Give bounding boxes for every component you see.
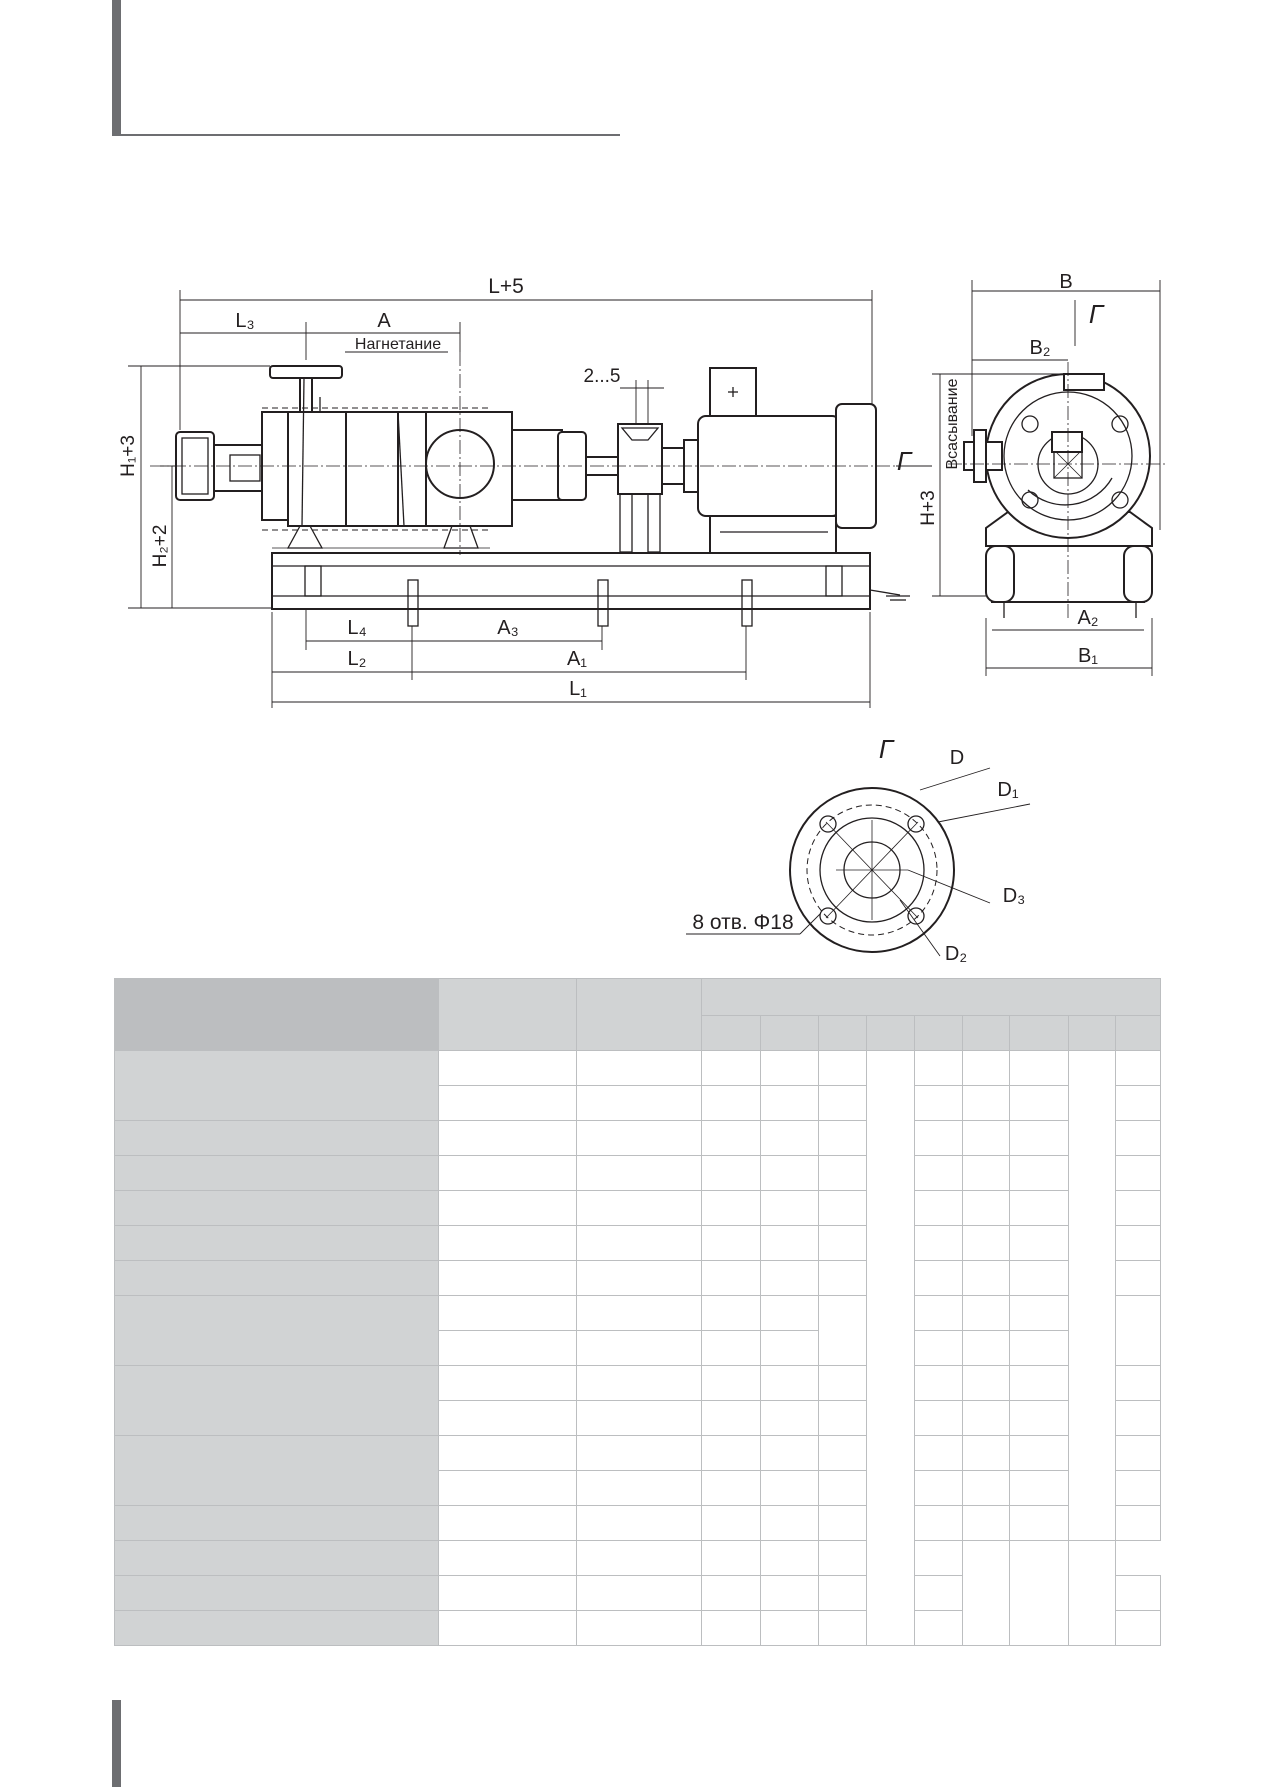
- dim-l2: L₂: [348, 648, 367, 670]
- dim-b: B: [1059, 271, 1072, 293]
- dim-a2: A₂: [1077, 607, 1098, 629]
- dim-d2: D₂: [945, 943, 967, 965]
- table-row: [114, 1505, 1162, 1541]
- table-row: [114, 1295, 1162, 1366]
- table-row: [114, 1365, 1162, 1436]
- flange-view: D D₁ D₃ D₂ 8 отв. Φ18 Г: [686, 734, 1031, 965]
- dim-a: A: [377, 310, 391, 332]
- dim-h: H+3: [918, 490, 939, 525]
- header-model: [114, 978, 439, 1051]
- dim-b1: B₁: [1078, 645, 1098, 667]
- dim-h2: H₂+2: [150, 525, 171, 568]
- side-view: L+5 L₃ A Нагнетание 2...5 H₁+3 H₂+2 L₄ A…: [118, 275, 932, 708]
- table-subheader-row: [115, 1015, 1162, 1051]
- header-dimensions: [700, 978, 1162, 1016]
- page-accent-bar-top: [112, 0, 121, 136]
- header-col-3: [576, 978, 702, 1051]
- dim-l1: L₁: [569, 678, 587, 700]
- base-frame: [271, 552, 871, 610]
- table-row: [114, 1575, 1162, 1611]
- dim-h1: H₁+3: [118, 435, 139, 477]
- table-row: [115, 1085, 1162, 1121]
- table-row: [114, 1610, 1162, 1646]
- table-row: [114, 1225, 1162, 1261]
- header-rule: [112, 134, 620, 136]
- flange-view-title: Г: [879, 734, 895, 764]
- view-arrow-label: Г: [897, 446, 913, 476]
- table-row: [114, 1190, 1162, 1226]
- table-row: [114, 1435, 1162, 1506]
- dim-b2: B₂: [1029, 337, 1050, 359]
- end-view-arrow-label: Г: [1089, 299, 1105, 329]
- dim-d: D: [950, 747, 964, 769]
- table-row: [115, 1330, 1161, 1366]
- dim-d3: D₃: [1003, 885, 1026, 907]
- dim-d1: D₁: [997, 779, 1018, 801]
- header-col-2: [438, 978, 577, 1051]
- dim-a1: A₁: [567, 648, 587, 670]
- dim-overall-length: L+5: [488, 275, 524, 298]
- dim-l3: L₃: [235, 310, 254, 332]
- dim-l4: L₄: [347, 617, 366, 639]
- table-row: [114, 1155, 1162, 1191]
- technical-drawing: L+5 L₃ A Нагнетание 2...5 H₁+3 H₂+2 L₄ A…: [118, 271, 1165, 965]
- table-row: [114, 1260, 1162, 1296]
- table-row: [114, 1540, 1161, 1646]
- end-view: B Г B₂ Всасывание H+3 A₂ B₁: [918, 271, 1165, 676]
- table-row: [114, 1050, 1162, 1646]
- table-header-row: [114, 978, 1162, 1051]
- label-discharge: Нагнетание: [355, 336, 441, 353]
- dim-gap: 2...5: [584, 366, 621, 387]
- table-row: [114, 1120, 1162, 1156]
- page-accent-bar-bottom: [112, 1700, 121, 1787]
- label-holes: 8 отв. Φ18: [692, 911, 793, 934]
- dim-a3: A₃: [497, 617, 518, 639]
- label-suction: Всасывание: [944, 378, 961, 469]
- specification-table: [114, 978, 1162, 1646]
